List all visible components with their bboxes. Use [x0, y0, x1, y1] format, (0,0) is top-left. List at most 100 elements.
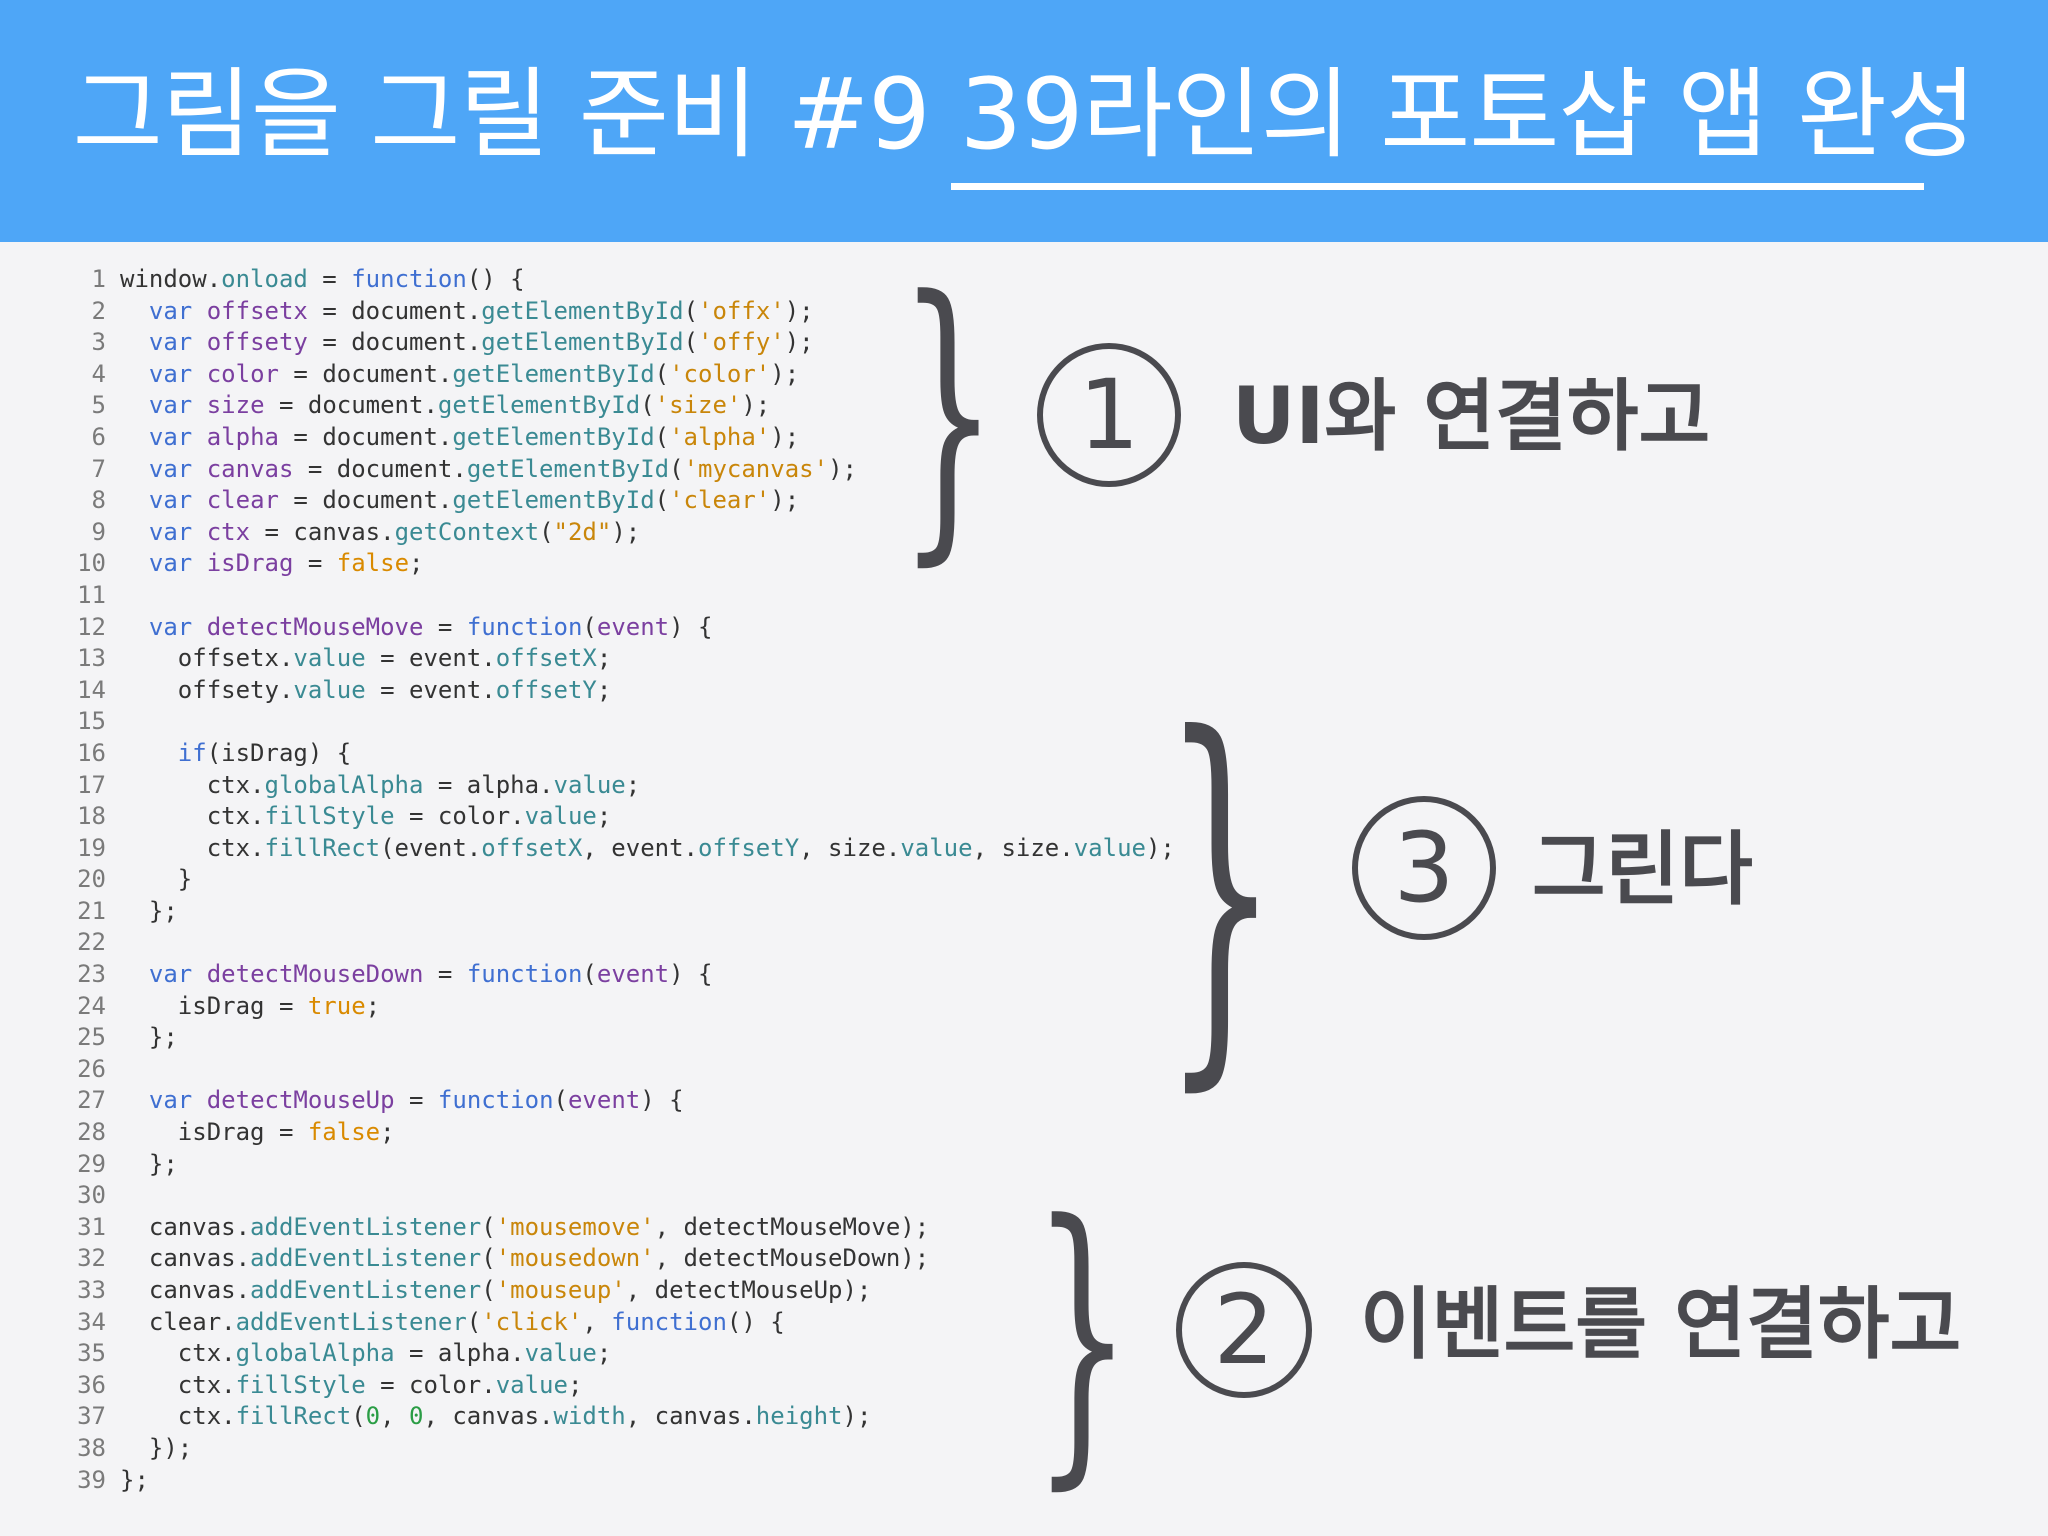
code-token: ; — [596, 1339, 612, 1368]
code-token: function — [437, 1086, 554, 1115]
code-token: var — [148, 454, 193, 483]
code-token: clear — [206, 486, 279, 515]
line-number: 31 — [77, 1212, 106, 1241]
code-token: ) { — [640, 1086, 684, 1115]
code-token: canvas. — [120, 1244, 251, 1273]
code-token: var — [148, 960, 193, 989]
code-token: addEventListener — [250, 1276, 482, 1304]
code-token: ); — [611, 517, 641, 546]
slide-title: 그림을 그릴 준비 #9 39라인의 포토샵 앱 완성 — [72, 58, 1977, 172]
code-token: , detectMouseUp); — [625, 1276, 872, 1304]
code-line: 5 var size = document.getElementById('si… — [68, 390, 1228, 422]
code-line: 34 clear.addEventListener('click', funct… — [68, 1307, 1228, 1339]
code-token: () { — [726, 1307, 785, 1336]
code-token: = — [423, 960, 467, 989]
code-token — [192, 518, 206, 546]
code-token: function — [466, 612, 583, 641]
code-token — [192, 328, 206, 356]
code-line: 18 ctx.fillStyle = color.value; — [68, 801, 1228, 833]
code-token: ); — [770, 486, 800, 515]
code-token: value — [524, 802, 597, 831]
code-token: getElementById — [466, 454, 670, 483]
step-1-circle: 1 — [1037, 343, 1181, 487]
code-line: 25 }; — [68, 1022, 1228, 1054]
code-token: ; — [567, 1370, 583, 1399]
code-token: var — [148, 486, 193, 515]
code-token: = document. — [278, 359, 453, 388]
code-token: ( — [683, 296, 699, 325]
line-number: 29 — [77, 1149, 106, 1178]
line-number: 37 — [77, 1402, 106, 1431]
code-token: clear. — [120, 1307, 236, 1336]
code-token: offsetY — [495, 675, 597, 704]
code-token: ( — [481, 1212, 496, 1241]
code-token: , canvas. — [423, 1402, 554, 1431]
line-number: 27 — [77, 1086, 106, 1115]
code-token: color — [206, 359, 279, 388]
code-token — [192, 423, 206, 451]
code-token: value — [900, 833, 973, 862]
code-token: = color. — [394, 802, 525, 831]
code-line: 27 var detectMouseUp = function(event) { — [68, 1085, 1228, 1117]
code-token — [120, 328, 149, 356]
code-text: canvas.addEventListener('mousemove', det… — [120, 1212, 929, 1244]
code-token: ; — [596, 802, 612, 831]
code-token: getElementById — [437, 391, 641, 420]
code-token: value — [293, 675, 366, 704]
code-token: getContext — [394, 517, 540, 546]
code-token: = document. — [307, 328, 482, 357]
code-token: 'click' — [481, 1307, 583, 1336]
code-token — [120, 297, 149, 325]
code-token: true — [307, 991, 366, 1020]
line-number: 38 — [77, 1433, 106, 1462]
code-text: var ctx = canvas.getContext("2d"); — [120, 517, 640, 549]
code-line: 13 offsetx.value = event.offsetX; — [68, 643, 1228, 675]
code-token: = event. — [365, 644, 496, 673]
code-token: detectMouseUp — [206, 1086, 395, 1115]
code-token: detectMouseMove — [206, 612, 424, 641]
code-token: , size. — [799, 833, 901, 862]
code-line: 36 ctx.fillStyle = color.value; — [68, 1370, 1228, 1402]
code-token: offsety. — [120, 675, 294, 704]
code-token: ( — [481, 1276, 496, 1304]
code-token: addEventListener — [250, 1212, 482, 1241]
code-line: 17 ctx.globalAlpha = alpha.value; — [68, 770, 1228, 802]
code-token: event — [596, 960, 670, 989]
code-token: offsetX — [495, 644, 597, 673]
code-token: ( — [553, 1086, 568, 1115]
code-token — [120, 360, 149, 388]
code-token: getElementById — [481, 296, 684, 325]
code-token: 'mousemove' — [495, 1212, 655, 1241]
code-text: isDrag = false; — [120, 1117, 395, 1149]
code-token: , canvas. — [625, 1402, 756, 1431]
code-token: width — [553, 1402, 626, 1431]
code-text: window.onload = function() { — [120, 264, 525, 296]
code-token: ); — [784, 296, 814, 325]
code-token: ctx. — [120, 1339, 236, 1368]
line-number: 12 — [77, 612, 106, 641]
code-token — [120, 1086, 149, 1114]
code-token: var — [148, 359, 193, 388]
code-token — [192, 486, 206, 514]
brace-draw: } — [1162, 656, 1280, 1124]
code-token: offsetY — [698, 833, 800, 862]
code-text: canvas.addEventListener('mousedown', det… — [120, 1243, 929, 1275]
code-token: false — [336, 549, 410, 578]
line-number: 21 — [77, 896, 106, 925]
code-token: 'alpha' — [669, 422, 771, 451]
code-text: offsetx.value = event.offsetX; — [120, 643, 612, 675]
code-token: ctx. — [120, 833, 265, 862]
code-text: var detectMouseDown = function(event) { — [120, 959, 713, 991]
code-token: = document. — [278, 422, 453, 451]
code-token: = document. — [264, 391, 438, 420]
code-token — [192, 455, 206, 483]
code-token: = — [307, 265, 352, 293]
code-token: getElementById — [452, 422, 655, 451]
code-line: 20 } — [68, 864, 1228, 896]
code-line: 28 isDrag = false; — [68, 1117, 1228, 1149]
code-token: = alpha. — [423, 770, 554, 799]
code-token — [192, 360, 206, 388]
code-token: = document. — [278, 486, 453, 515]
code-token: ); — [784, 328, 814, 357]
